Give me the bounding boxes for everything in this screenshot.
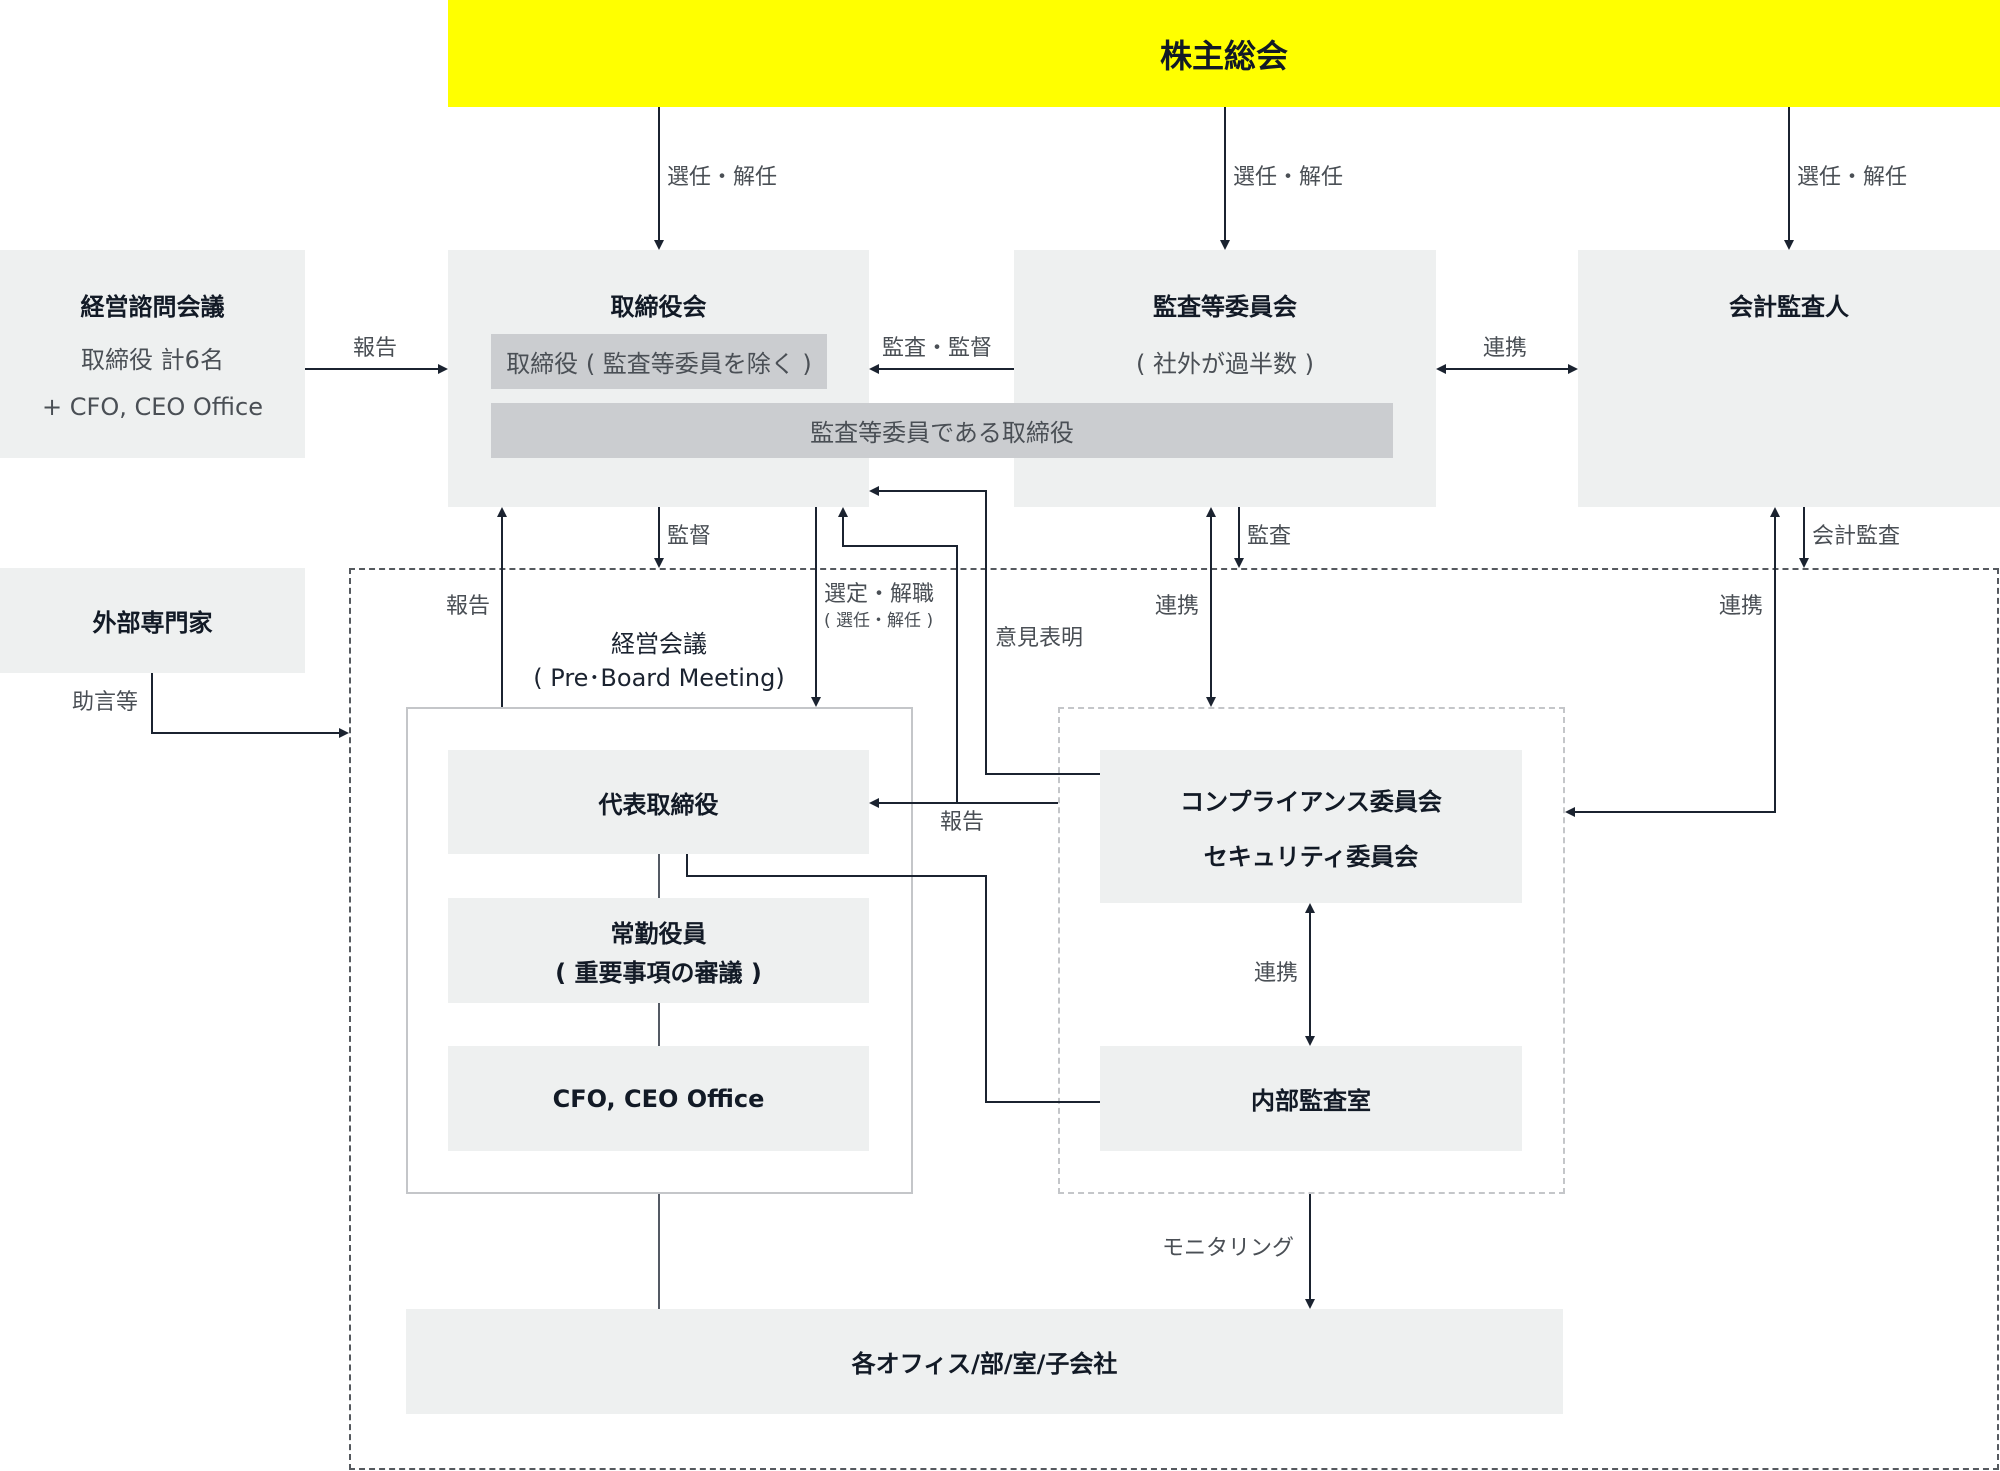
elect-committee-label: 選任・解任 (1233, 165, 1344, 190)
advice-line (151, 673, 349, 738)
shareholders-meeting-title: 株主総会 (1159, 36, 1288, 75)
offices-title: 各オフィス/部/室/子会社 (851, 1350, 1118, 1378)
accounting-audit-label: 会計監査 (1812, 524, 1901, 549)
auditor-compliance-link-label: 連携 (1719, 594, 1764, 619)
monitoring-label: モニタリング (1162, 1236, 1295, 1261)
committee-member-directors: 監査等委員である取締役 (491, 403, 1393, 458)
security-committee-title: セキュリティ委員会 (1203, 842, 1419, 871)
board-directors-excl-committee: 取締役 ( 監査等委員を除く ) (491, 334, 827, 389)
advisory-council-line: + CFO, CEO Office (42, 393, 263, 421)
external-experts-node: 外部専門家 (0, 568, 305, 673)
committee-audit-label: 監査 (1247, 524, 1292, 549)
internal-audit-title: 内部監査室 (1251, 1087, 1371, 1115)
advisory-council-node: 経営諮問会議 取締役 計6名 + CFO, CEO Office (0, 250, 305, 458)
appoint-dismiss-sub-label: ( 選任・解任 ) (824, 611, 934, 631)
audit-committee-sub: ( 社外が過半数 ) (1136, 350, 1314, 378)
committee-auditor-link-label: 連携 (1483, 336, 1528, 361)
accounting-auditor-title: 会計監査人 (1729, 293, 1849, 321)
fulltime-officers-node: 常勤役員 ( 重要事項の審議 ) (448, 898, 869, 1003)
compliance-internal-link-label: 連携 (1254, 961, 1299, 986)
shareholders-meeting-node: 株主総会 (448, 0, 2000, 107)
organization-dashed-frame (349, 568, 1999, 1470)
representative-director-node: 代表取締役 (448, 750, 869, 854)
advisory-report-label: 報告 (353, 336, 398, 361)
accounting-auditor-node: 会計監査人 (1578, 250, 2000, 507)
audit-committee-node: 監査等委員会 ( 社外が過半数 ) (1014, 250, 1436, 507)
advice-label: 助言等 (72, 690, 139, 715)
audit-committee-title: 監査等委員会 (1153, 293, 1297, 321)
management-meeting-sub: ( Pre･Board Meeting) (533, 664, 785, 692)
fulltime-officers-title: 常勤役員 (610, 919, 707, 948)
elect-board-label: 選任・解任 (667, 165, 778, 190)
board-of-directors-title: 取締役会 (610, 293, 707, 321)
compliance-report-label: 報告 (940, 810, 985, 835)
cfo-ceo-office-title: CFO, CEO Office (552, 1084, 765, 1113)
compliance-security-committee-node: コンプライアンス委員会 セキュリティ委員会 (1100, 750, 1522, 903)
elect-auditor-label: 選任・解任 (1797, 165, 1908, 190)
fulltime-officers-sub: ( 重要事項の審議 ) (555, 958, 762, 987)
audit-supervise-label: 監査・監督 (882, 336, 993, 361)
committee-compliance-link-label: 連携 (1155, 594, 1200, 619)
offices-departments-subsidiaries-node: 各オフィス/部/室/子会社 (406, 1309, 1563, 1414)
internal-audit-node: 内部監査室 (1100, 1046, 1522, 1151)
compliance-committee-title: コンプライアンス委員会 (1180, 787, 1442, 816)
representative-director-title: 代表取締役 (598, 790, 719, 819)
cfo-ceo-office-node: CFO, CEO Office (448, 1046, 869, 1151)
external-experts-title: 外部専門家 (92, 609, 213, 637)
advisory-council-line: 取締役 計6名 (81, 346, 224, 374)
appoint-dismiss-label: 選定・解職 (824, 582, 935, 607)
management-meeting-title: 経営会議 (611, 630, 707, 658)
opinion-label: 意見表明 (995, 626, 1084, 651)
advisory-council-title: 経営諮問会議 (80, 293, 225, 321)
board-supervise-label: 監督 (667, 524, 712, 549)
management-meeting-label: 経営会議 ( Pre･Board Meeting) (506, 627, 812, 695)
management-report-label: 報告 (446, 594, 491, 619)
